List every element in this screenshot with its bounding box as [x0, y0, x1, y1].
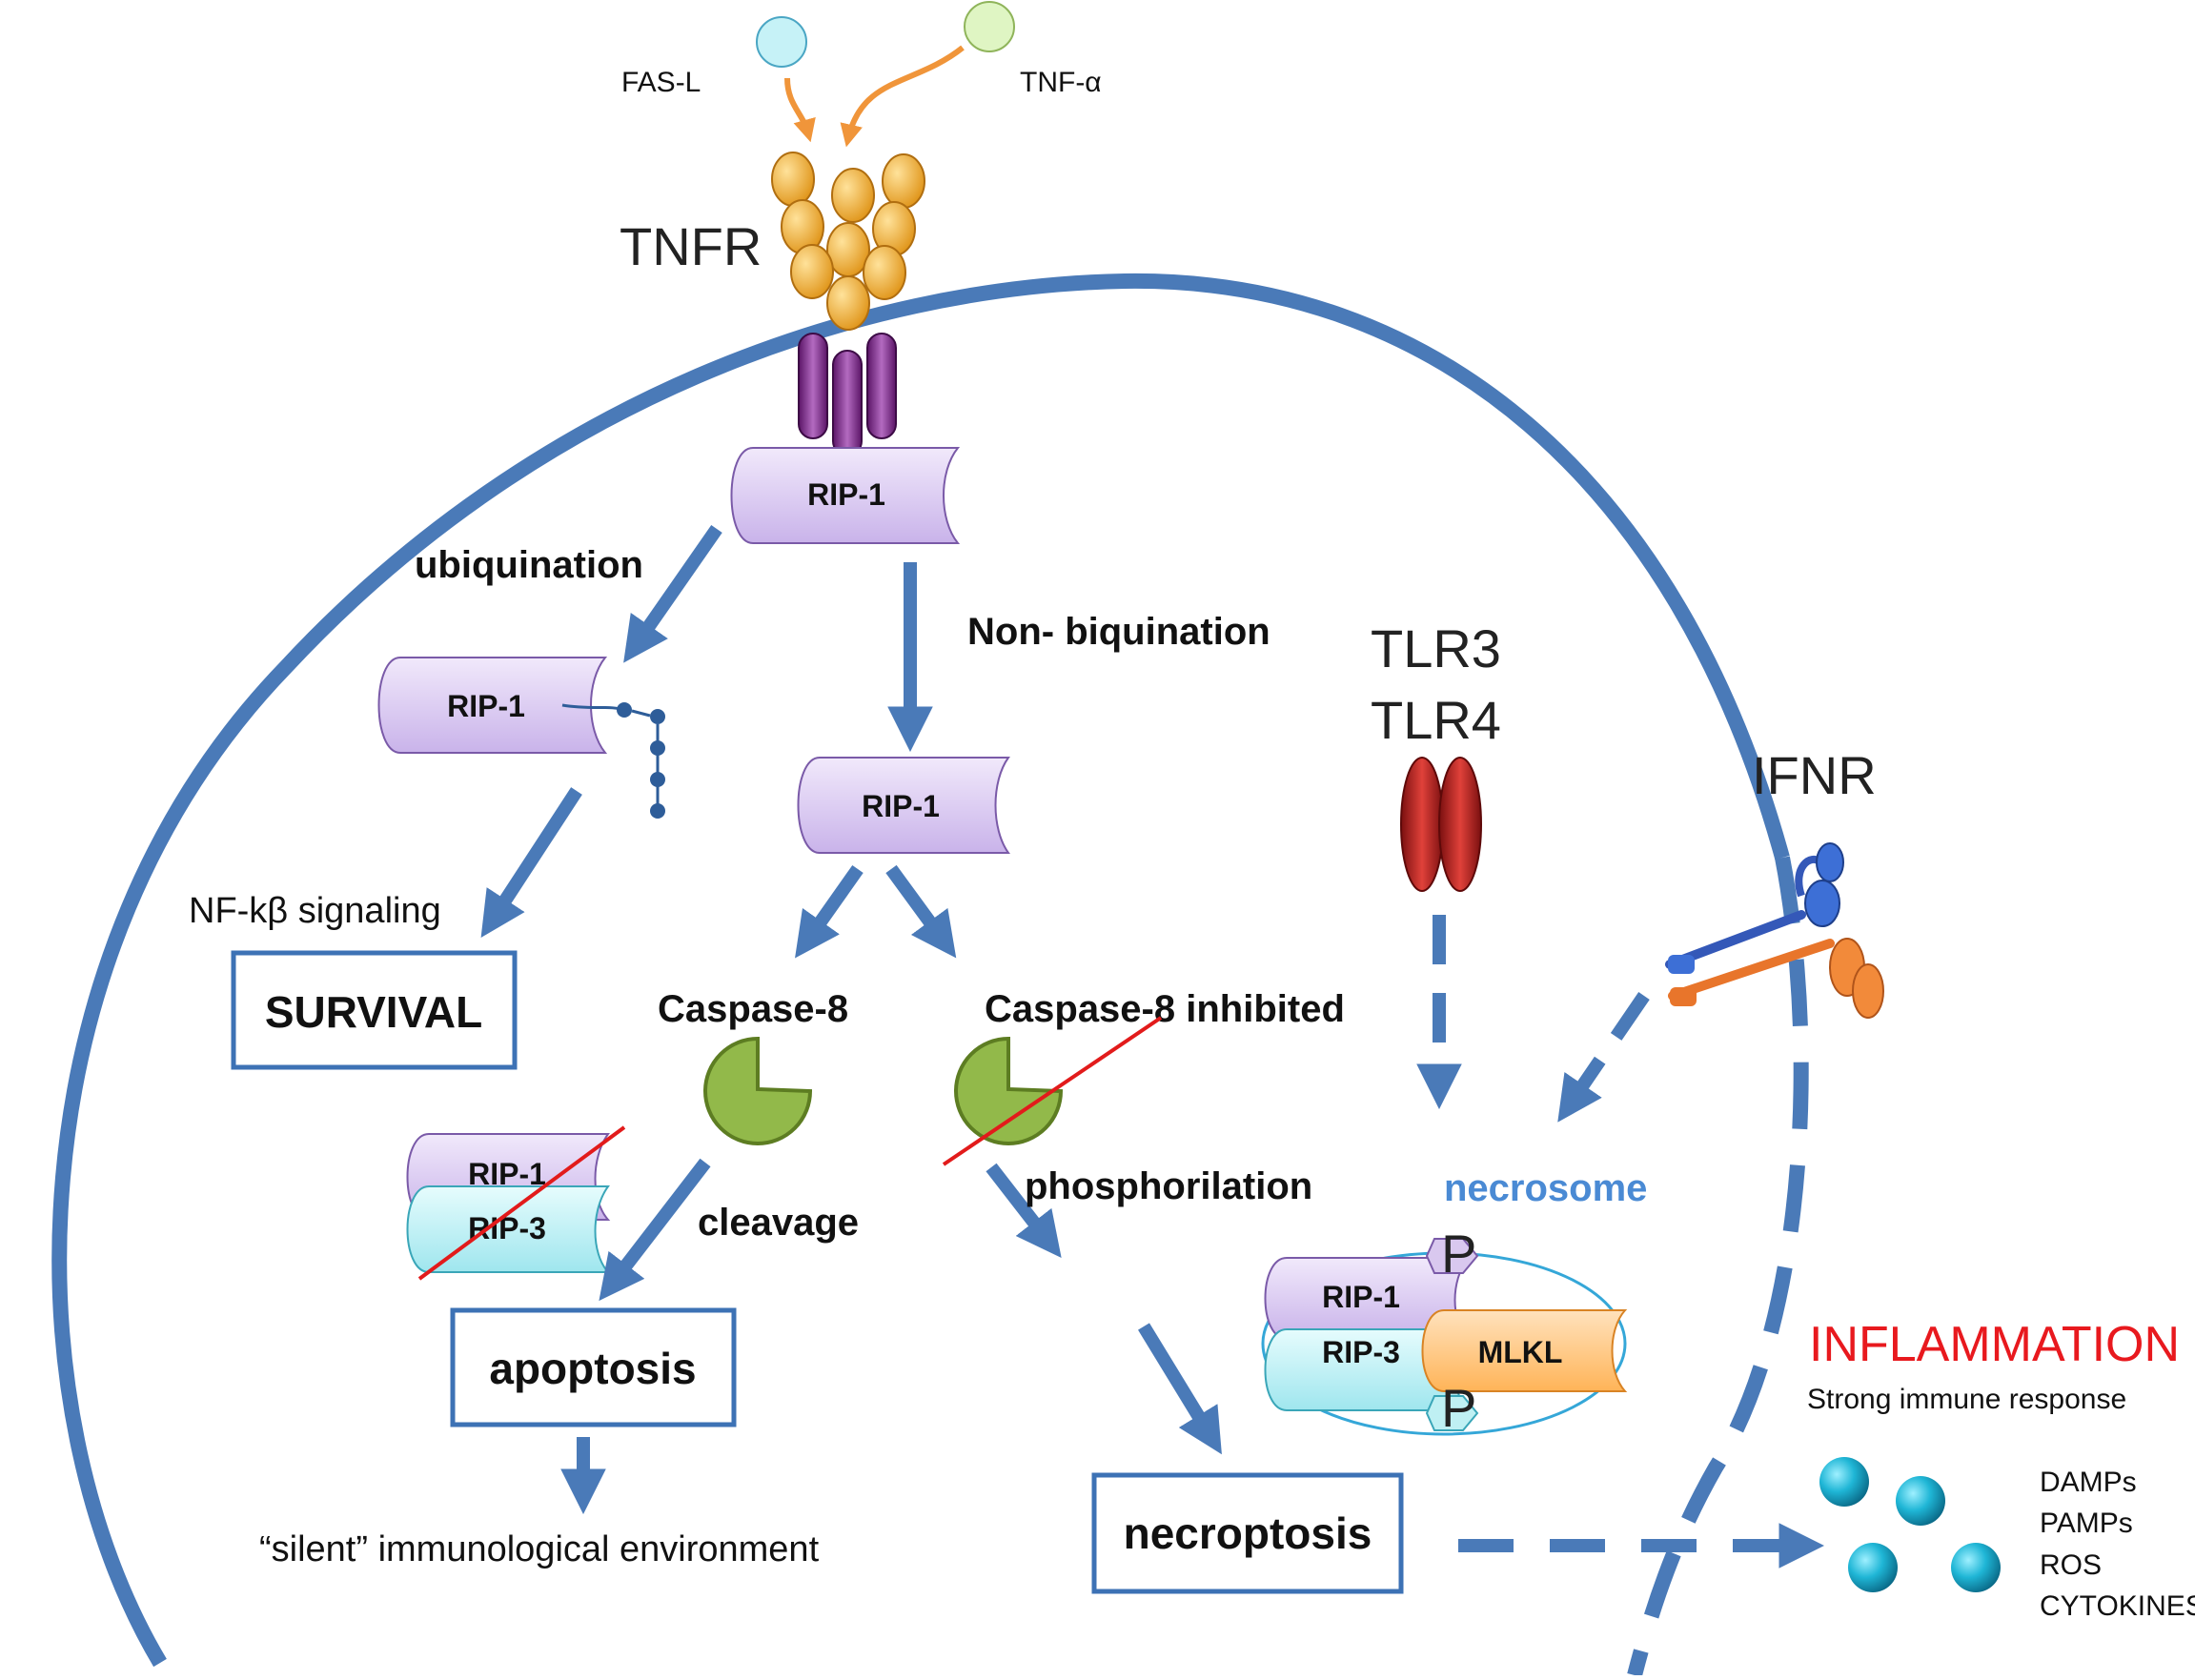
- ifnr-label: IFNR: [1752, 745, 1877, 805]
- to-necroptosis-arrow: [1138, 1323, 1222, 1455]
- non-ubiquination-label: Non- biquination: [967, 611, 1270, 653]
- necrosome-label: necrosome: [1444, 1167, 1647, 1209]
- phosphorilation-arrow: [986, 1163, 1062, 1259]
- svg-text:RIP-1: RIP-1: [1322, 1280, 1400, 1314]
- tnf-alpha-arrow: [840, 45, 965, 148]
- svg-text:RIP-1: RIP-1: [447, 689, 525, 723]
- tnfr-label: TNFR: [620, 216, 762, 276]
- phospho-icon: [1425, 1395, 1479, 1431]
- svg-text:RIP-1: RIP-1: [807, 477, 885, 512]
- rip1-complex-middle: RIP-1: [797, 757, 1010, 854]
- rip1-complex-top: RIP-1: [730, 447, 961, 544]
- cell-membrane-dashed: [1627, 856, 1809, 1677]
- survival-box: SURVIVAL: [231, 950, 518, 1070]
- tlr4-label: TLR4: [1371, 690, 1501, 750]
- fas-l-arrow: [784, 77, 816, 143]
- ifnr-dashed-arrow: [1557, 992, 1650, 1123]
- svg-text:P: P: [1441, 1378, 1476, 1438]
- caspase8-inhibited-label: Caspase-8 inhibited: [985, 988, 1345, 1030]
- ubiquitin-chain-icon: [617, 702, 632, 718]
- list-item: PAMPs: [2040, 1508, 2133, 1539]
- inflammation-title: INFLAMMATION: [1809, 1317, 2180, 1372]
- cleavage-label: cleavage: [698, 1202, 859, 1244]
- apoptosis-box: apoptosis: [450, 1307, 737, 1427]
- rip1-ubiquitinated: RIP-1: [377, 657, 665, 819]
- inflammation-items-list: DAMPs PAMPs ROS CYTOKINES: [2040, 1467, 2195, 1622]
- svg-text:MLKL: MLKL: [1478, 1335, 1563, 1369]
- necroptosis-box: necroptosis: [1091, 1472, 1404, 1594]
- phosphorilation-label: phosphorilation: [1025, 1165, 1312, 1207]
- list-item: DAMPs: [2040, 1467, 2137, 1498]
- tnf-alpha-ligand: [964, 1, 1015, 52]
- caspase8-label: Caspase-8: [658, 988, 848, 1030]
- ubiquination-arrow: [623, 525, 722, 663]
- nfkb-arrow: [480, 787, 582, 938]
- rip1-rip3-complex-inactive: RIP-1 RIP-3: [406, 1125, 626, 1281]
- necrosome-complex: RIP-1 RIP-3 MLKL P P: [1264, 1224, 1628, 1438]
- ubiquination-label: ubiquination: [415, 544, 643, 586]
- svg-text:apoptosis: apoptosis: [489, 1344, 696, 1393]
- damp-beads-icon: [1819, 1457, 2001, 1592]
- inflammation-subtitle: Strong immune response: [1807, 1384, 2126, 1415]
- nfkb-label: NF-kβ signaling: [189, 891, 441, 931]
- svg-text:SURVIVAL: SURVIVAL: [265, 987, 482, 1037]
- caspase8-icon: [703, 1036, 813, 1145]
- silent-environment-label: “silent” immunological environment: [259, 1529, 820, 1569]
- tlr-receptor-icon: [1400, 757, 1482, 892]
- svg-text:RIP-3: RIP-3: [1322, 1335, 1400, 1369]
- ifnr-receptor-icon: [1665, 842, 1884, 1019]
- tnfr-receptor-icon: [771, 152, 925, 456]
- phospho-icon: [1425, 1238, 1479, 1274]
- svg-text:P: P: [1441, 1224, 1476, 1284]
- tlr3-label: TLR3: [1371, 618, 1501, 678]
- fas-l-label: FAS-L: [621, 67, 701, 98]
- to-caspase8-arrow: [795, 864, 864, 959]
- cleavage-arrow: [599, 1158, 711, 1302]
- svg-text:RIP-3: RIP-3: [468, 1211, 546, 1245]
- caspase8-inhibited-icon: [954, 1036, 1064, 1145]
- caspase8-inhibited-cross: [942, 1016, 1163, 1166]
- tnf-alpha-label: TNF-α: [1020, 67, 1102, 98]
- list-item: ROS: [2040, 1549, 2102, 1581]
- fas-l-ligand: [756, 16, 807, 68]
- list-item: CYTOKINES: [2040, 1590, 2195, 1622]
- cell-membrane: [51, 273, 1790, 1668]
- to-caspase8-inhibited-arrow: [885, 864, 957, 959]
- svg-text:RIP-1: RIP-1: [862, 789, 940, 823]
- svg-text:necroptosis: necroptosis: [1124, 1508, 1372, 1558]
